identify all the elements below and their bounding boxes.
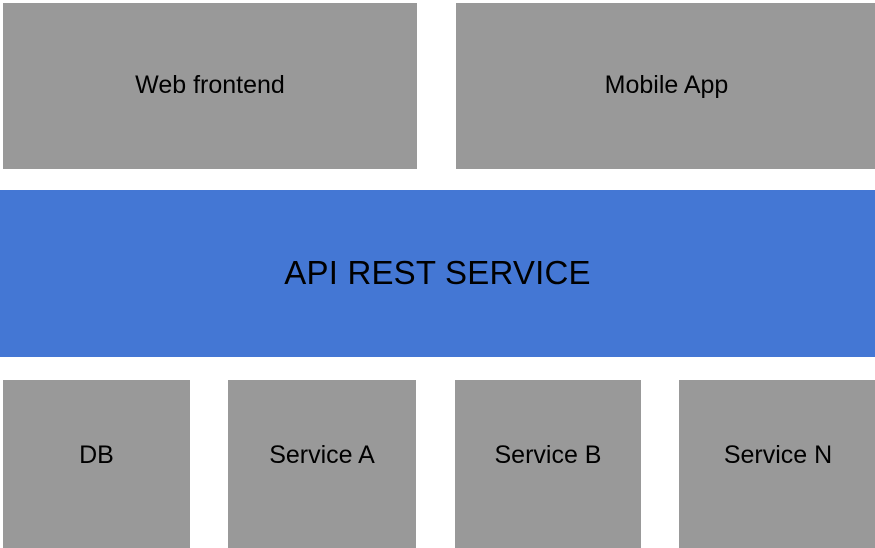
node-service-b-label: Service B xyxy=(494,441,602,470)
node-mobile-app[interactable]: Mobile App xyxy=(456,3,875,169)
node-api-rest-service[interactable]: API REST SERVICE xyxy=(0,190,875,357)
node-db[interactable]: DB xyxy=(3,380,190,548)
node-mobile-app-label: Mobile App xyxy=(604,71,729,100)
node-web-frontend-label: Web frontend xyxy=(135,71,285,100)
node-service-n-label: Service N xyxy=(723,441,833,470)
node-service-n[interactable]: Service N xyxy=(679,380,875,548)
node-service-a-label: Service A xyxy=(269,441,375,470)
node-web-frontend[interactable]: Web frontend xyxy=(3,3,417,169)
node-service-a[interactable]: Service A xyxy=(228,380,416,548)
node-db-label: DB xyxy=(79,441,114,470)
node-service-b[interactable]: Service B xyxy=(455,380,641,548)
node-api-rest-service-label: API REST SERVICE xyxy=(284,254,591,292)
